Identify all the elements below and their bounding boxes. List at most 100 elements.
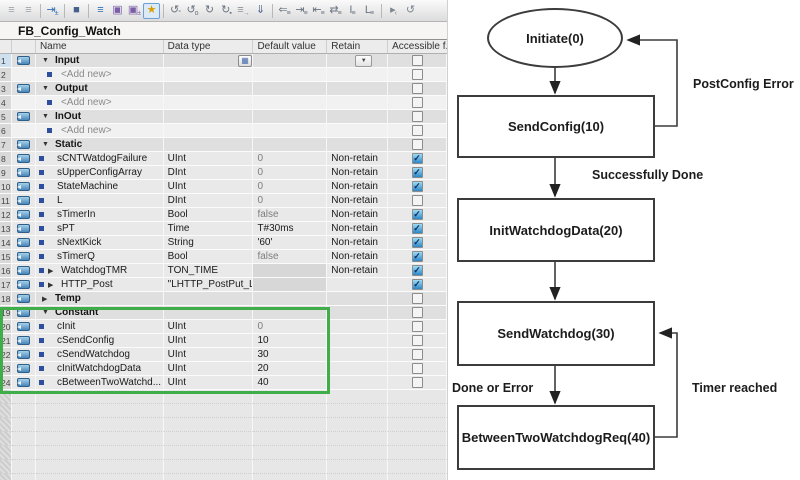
accessible-checkbox[interactable]: [411, 363, 423, 374]
name-cell[interactable]: ▼Constant: [35, 306, 164, 320]
accessible-checkbox[interactable]: ✓: [411, 167, 423, 178]
retain-cell[interactable]: [327, 124, 389, 138]
retain-cell[interactable]: Non-retain: [327, 264, 389, 278]
datatype-cell[interactable]: ▦: [163, 54, 254, 68]
upload-values-icon[interactable]: ↻: [204, 4, 215, 16]
retain-cell[interactable]: [327, 348, 389, 362]
datatype-cell[interactable]: [163, 82, 254, 96]
accessible-checkbox[interactable]: [411, 349, 423, 360]
retain-cell[interactable]: Non-retain: [327, 152, 389, 166]
default-value-cell[interactable]: [253, 124, 328, 138]
name-cell[interactable]: sPT: [35, 222, 164, 236]
retain-cell[interactable]: [327, 362, 389, 376]
accessible-checkbox[interactable]: [411, 69, 423, 80]
name-cell[interactable]: ▼Static: [35, 138, 164, 152]
datatype-cell[interactable]: [163, 124, 254, 138]
snapshot-icon[interactable]: ▣: [112, 4, 123, 16]
reset-icon[interactable]: ↺: [405, 4, 416, 16]
collapse-icon[interactable]: ▼: [41, 85, 49, 92]
sync-columns-icon[interactable]: ⇄≡: [329, 4, 342, 17]
retain-cell[interactable]: [327, 138, 389, 152]
collapse-icon[interactable]: ▼: [41, 141, 49, 148]
retain-dropdown[interactable]: ▼: [355, 54, 373, 67]
default-value-cell[interactable]: '60': [253, 236, 328, 250]
name-cell[interactable]: cSendWatchdog: [35, 348, 164, 362]
name-cell[interactable]: ▼Input: [35, 54, 164, 68]
datatype-cell[interactable]: "LHTTP_PostPut_L": [163, 278, 254, 292]
empty-table-row[interactable]: [0, 432, 448, 446]
monitor-all-icon[interactable]: ★: [143, 2, 160, 19]
default-value-cell[interactable]: [253, 68, 328, 82]
default-value-cell[interactable]: 0: [253, 166, 328, 180]
table-row[interactable]: 7▼Static: [0, 138, 448, 152]
empty-table-row[interactable]: [0, 446, 448, 460]
datatype-cell[interactable]: Bool: [163, 208, 254, 222]
insert-row-below-icon[interactable]: ≡: [25, 4, 32, 16]
datatype-cell[interactable]: Bool: [163, 250, 254, 264]
name-cell[interactable]: cSendConfig: [35, 334, 164, 348]
table-row[interactable]: 19▼Constant: [0, 306, 448, 320]
name-cell[interactable]: ▶WatchdogTMR: [35, 264, 164, 278]
insert-column-after-icon[interactable]: L≡: [364, 4, 375, 17]
default-value-cell[interactable]: false: [253, 250, 328, 264]
column-header-accessible[interactable]: Accessible f...: [392, 41, 447, 52]
retain-cell[interactable]: [327, 96, 389, 110]
accessible-checkbox[interactable]: ✓: [411, 265, 423, 276]
default-value-cell[interactable]: 0: [253, 194, 328, 208]
accessible-checkbox[interactable]: [411, 293, 423, 304]
collapse-icon[interactable]: ▼: [41, 113, 49, 120]
retain-cell[interactable]: [327, 278, 389, 292]
accessible-checkbox[interactable]: ✓: [411, 251, 423, 262]
accessible-checkbox[interactable]: [411, 335, 423, 346]
datatype-cell[interactable]: [163, 68, 254, 82]
accessible-checkbox[interactable]: ✓: [411, 223, 423, 234]
datatype-cell[interactable]: DInt: [163, 166, 254, 180]
accessible-checkbox[interactable]: [411, 321, 423, 332]
name-cell[interactable]: sCNTWatdogFailure: [35, 152, 164, 166]
default-value-cell[interactable]: [253, 264, 328, 278]
column-header-retain[interactable]: Retain: [327, 40, 389, 53]
indent-icon[interactable]: ⇥≡: [295, 4, 308, 17]
default-value-cell[interactable]: T#30ms: [253, 222, 328, 236]
name-cell[interactable]: <Add new>: [35, 68, 164, 82]
retain-cell[interactable]: Non-retain: [327, 236, 389, 250]
default-value-cell[interactable]: [253, 82, 328, 96]
accessible-checkbox[interactable]: ✓: [411, 209, 423, 220]
table-row[interactable]: 1▼Input▦▼: [0, 54, 448, 68]
add-new-row-icon[interactable]: ⇥±: [46, 4, 59, 17]
name-cell[interactable]: sNextKick: [35, 236, 164, 250]
table-row[interactable]: 4<Add new>: [0, 96, 448, 110]
default-value-cell[interactable]: 0: [253, 320, 328, 334]
datatype-cell[interactable]: [163, 138, 254, 152]
keep-values-icon[interactable]: ⇓: [255, 4, 266, 16]
column-header-datatype[interactable]: Data type: [164, 40, 254, 53]
name-cell[interactable]: cBetweenTwoWatchd...: [35, 376, 164, 390]
retain-cell[interactable]: Non-retain: [327, 180, 389, 194]
retain-cell[interactable]: [327, 306, 389, 320]
name-cell[interactable]: ▼InOut: [35, 110, 164, 124]
expand-rows-icon[interactable]: ≡: [97, 4, 104, 16]
column-header-name[interactable]: Name: [36, 40, 164, 53]
accessible-checkbox[interactable]: [411, 377, 423, 388]
default-value-cell[interactable]: [253, 54, 328, 68]
expand-icon[interactable]: ▶: [41, 295, 48, 303]
copy-snapshot-icon[interactable]: ▣±: [127, 4, 142, 17]
accessible-checkbox[interactable]: ✓: [411, 153, 423, 164]
retain-cell[interactable]: Non-retain: [327, 250, 389, 264]
name-cell[interactable]: L: [35, 194, 164, 208]
accessible-checkbox[interactable]: [411, 111, 423, 122]
name-cell[interactable]: sTimerQ: [35, 250, 164, 264]
name-cell[interactable]: ▼Output: [35, 82, 164, 96]
datatype-cell[interactable]: UInt: [163, 320, 254, 334]
